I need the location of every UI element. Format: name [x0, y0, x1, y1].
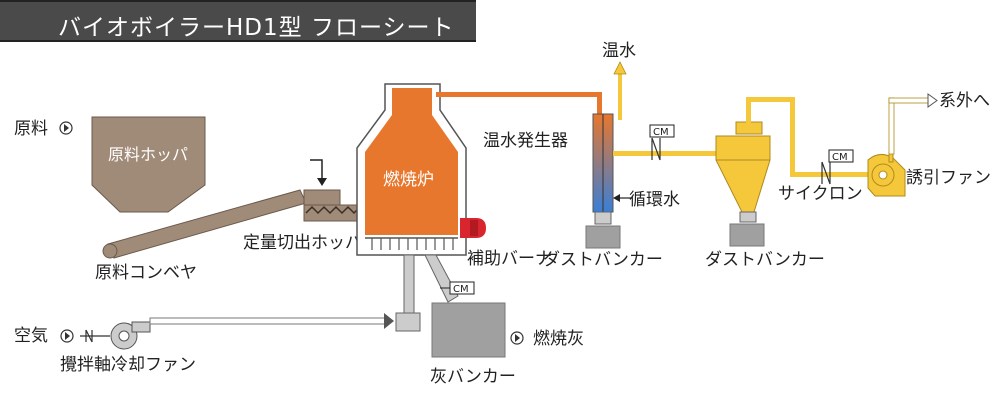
arrow-circle-icon	[60, 329, 74, 343]
metering-hopper-label: 定量切出ホッパ	[243, 233, 362, 253]
aux-burner: 補助バーナ	[460, 218, 552, 269]
raw-conveyor: 原料コンベヤ	[95, 189, 307, 283]
air-label: 空気	[14, 326, 48, 346]
circulating-water-label: 循環水	[629, 190, 680, 210]
arrow-circle-icon	[510, 331, 524, 345]
arrow-circle-icon	[59, 121, 73, 135]
water-heater: 温水発生器	[483, 113, 614, 225]
raw-material-label: 原料	[14, 119, 48, 139]
dust-bunker-1: ダストバンカー	[543, 225, 663, 270]
cyclone-label: サイクロン	[778, 184, 863, 204]
induced-fan: 誘引ファン	[867, 151, 991, 197]
title-bar: バイオボイラーHD1型 フローシート	[0, 0, 476, 42]
gas-line-to-cyclone: CM	[613, 124, 717, 161]
flue-gas-line	[436, 92, 602, 114]
metering-hopper: 定量切出ホッパ	[243, 159, 365, 253]
water-heater-label: 温水発生器	[483, 131, 568, 151]
circulating-water: 循環水	[613, 190, 680, 210]
air-pipe	[149, 312, 421, 332]
cyclone: サイクロン	[715, 121, 863, 223]
hot-water-line: 温水	[602, 41, 636, 120]
furnace-label: 燃焼炉	[383, 170, 434, 190]
ash-bunker: 灰バンカー	[430, 302, 516, 387]
gas-line-to-fan: CM	[746, 97, 868, 185]
ash-label: 燃焼灰	[533, 329, 584, 349]
ash-marker: 燃焼灰	[510, 329, 584, 349]
hot-water-label: 温水	[602, 41, 636, 61]
induced-fan-label: 誘引ファン	[906, 168, 991, 188]
ash-chute: CM	[424, 254, 475, 303]
page-title: バイオボイラーHD1型 フローシート	[58, 15, 455, 41]
dust-bunker-2: ダストバンカー	[705, 223, 825, 270]
cm-label-1: CM	[453, 284, 469, 295]
air-marker: 空気	[14, 326, 74, 346]
exhaust-line: 系外へ	[888, 91, 990, 155]
raw-material-marker: 原料	[14, 119, 73, 139]
agitator-fan-label: 攪拌軸冷却ファン	[60, 355, 196, 375]
furnace: 燃焼炉	[356, 83, 467, 316]
dust-bunker-1-label: ダストバンカー	[543, 250, 663, 270]
raw-conveyor-label: 原料コンベヤ	[95, 263, 197, 283]
ash-bunker-label: 灰バンカー	[430, 367, 516, 387]
raw-hopper-label: 原料ホッパ	[108, 145, 188, 164]
cm-label-3: CM	[832, 152, 848, 163]
to-outside-label: 系外へ	[939, 91, 990, 111]
raw-hopper: 原料ホッパ	[91, 116, 206, 213]
dust-bunker-2-label: ダストバンカー	[705, 250, 825, 270]
cm-label-2: CM	[653, 127, 669, 138]
agitator-fan: 攪拌軸冷却ファン	[60, 321, 196, 375]
aux-burner-label: 補助バーナ	[467, 249, 552, 269]
